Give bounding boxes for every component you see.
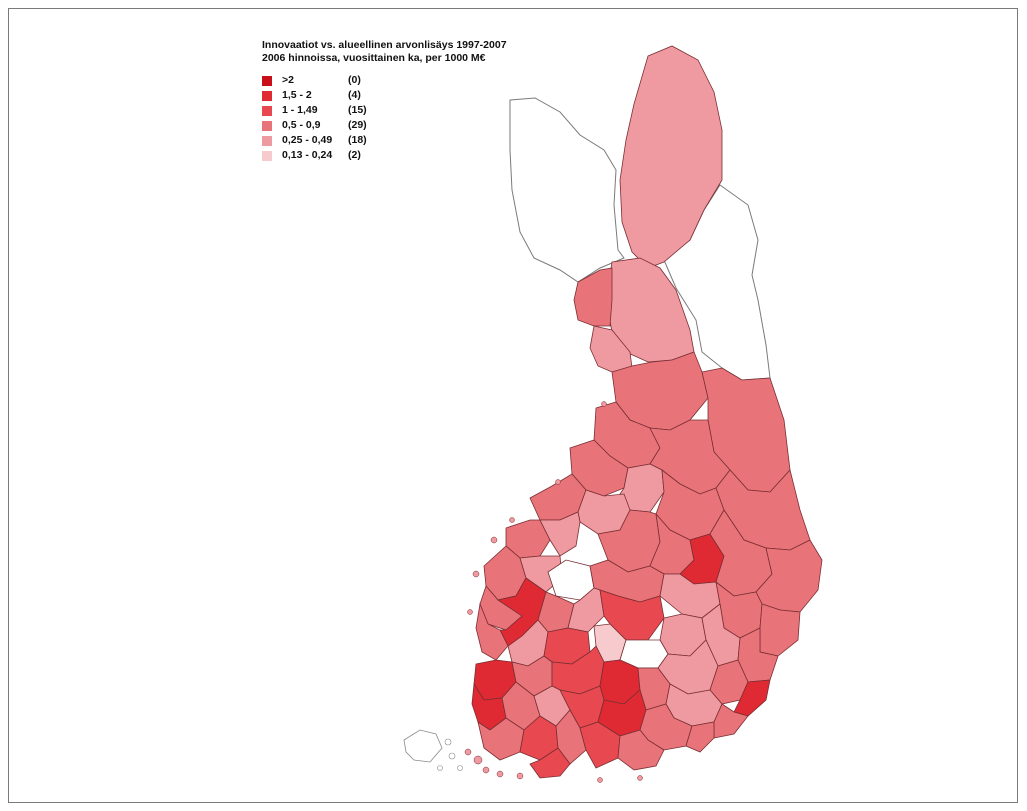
legend-row: 0,13 - 0,24 (2): [262, 148, 507, 163]
legend-count: (4): [348, 89, 361, 101]
legend-swatch: [262, 120, 272, 131]
map-title-line-1: Innovaatiot vs. alueellinen arvonlisäys …: [262, 39, 507, 51]
legend-swatch: [262, 135, 272, 146]
legend-swatch: [262, 90, 272, 101]
legend-count: (15): [348, 104, 367, 116]
region-aland[interactable]: [403, 729, 443, 763]
legend-range: 1 - 1,49: [282, 104, 318, 116]
legend-list: >2 (0) 1,5 - 2 (4) 1 - 1,49 (15) 0,5 - 0…: [262, 73, 507, 163]
legend-swatch: [262, 150, 272, 161]
region-kotka[interactable]: [685, 721, 715, 753]
legend-count: (2): [348, 149, 361, 161]
legend-range: 0,13 - 0,24: [282, 149, 333, 161]
legend-count: (18): [348, 134, 367, 146]
legend-range: >2: [282, 74, 294, 86]
map-title-line-2: 2006 hinnoissa, vuosittainen ka, per 100…: [262, 52, 486, 64]
region-karelia-south[interactable]: [759, 603, 801, 657]
legend-range: 0,5 - 0,9: [282, 119, 321, 131]
legend-row: 0,25 - 0,49 (18): [262, 133, 507, 148]
map-legend: Innovaatiot vs. alueellinen arvonlisäys …: [262, 39, 507, 163]
archipelago-islands: [464, 401, 643, 783]
region-porvoo[interactable]: [617, 729, 665, 771]
legend-range: 0,25 - 0,49: [282, 134, 333, 146]
legend-swatch: [262, 105, 272, 116]
legend-row: 1 - 1,49 (15): [262, 103, 507, 118]
region-lapland-west[interactable]: [509, 97, 625, 283]
legend-swatch: [262, 75, 272, 86]
region-raasepori[interactable]: [529, 747, 571, 779]
legend-count: (0): [348, 74, 361, 86]
legend-row: 1,5 - 2 (4): [262, 88, 507, 103]
region-kristinestad[interactable]: [475, 602, 509, 661]
region-upper-lapland[interactable]: [619, 45, 723, 269]
legend-count: (29): [348, 119, 367, 131]
region-kaustinen[interactable]: [539, 511, 581, 557]
legend-row: >2 (0): [262, 73, 507, 88]
legend-range: 1,5 - 2: [282, 89, 312, 101]
legend-row: 0,5 - 0,9 (29): [262, 118, 507, 133]
aland-islets: [437, 738, 463, 771]
region-tornio[interactable]: [573, 267, 613, 327]
